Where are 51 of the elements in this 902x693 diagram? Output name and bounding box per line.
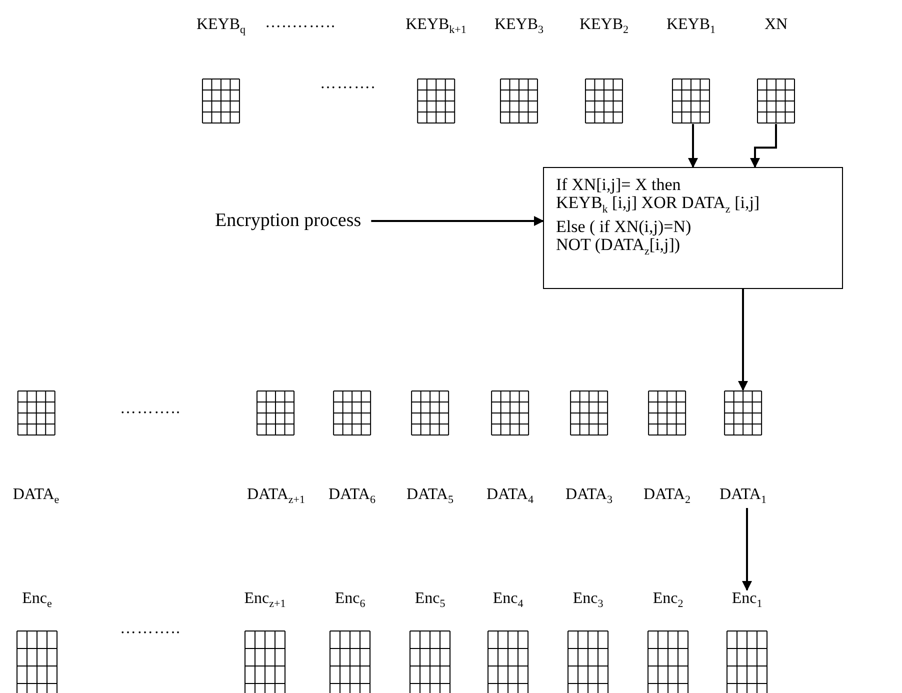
block-label: DATA$_{3}$ [566,486,612,508]
block-label: KEYB$_{q}$ [196,16,246,38]
grid-block [666,16,716,124]
grid-block [244,590,286,693]
block-label: DATA$_{2}$ [644,486,690,508]
block-label: Enc$_{4}$ [492,590,524,612]
grid-block [494,16,544,124]
grid-block [756,16,796,124]
block-label: Enc$_{3}$ [572,590,604,612]
grid-block [406,16,466,124]
grid-block [409,590,451,693]
process-label: Encryption process [215,212,362,230]
block-label: DATA$_{1}$ [720,486,766,508]
block-label: KEYB$_{2}$ [579,16,629,38]
arrow [750,124,777,168]
condition-text: If XN[i,j]= X then [556,176,682,194]
block-label: XN [764,16,788,35]
block-label: Enc$_{2}$ [652,590,684,612]
block-label: DATA$_{5}$ [406,486,454,508]
block-label: KEYB$_{3}$ [494,16,544,38]
arrow [738,289,748,391]
process-box [543,167,843,289]
grid-block [16,590,58,693]
ellipsis-dots: ……….. [120,620,181,638]
grid-block [726,590,768,693]
condition-text: NOT (DATA$_{z}$[i,j]) [556,236,680,260]
grid-block [647,590,689,693]
grid-block [329,590,371,693]
block-label: Enc$_{6}$ [334,590,366,612]
arrow [371,216,544,226]
block-label: DATA$_{6}$ [328,486,376,508]
block-label: Enc$_{1}$ [732,590,762,612]
grid-block [579,16,629,124]
ellipsis-dots: ……….. [120,400,181,418]
condition-text: Else ( if XN(i,j)=N) [556,218,692,236]
ellipsis-dots: ………. [320,75,376,93]
block-label: DATA$_{4}$ [486,486,534,508]
block-label: Enc$_{z+1}$ [244,590,286,612]
block-label: Enc$_{e}$ [22,590,52,612]
block-label: KEYB$_{k+1}$ [406,16,466,38]
arrow [688,124,698,168]
block-label: DATA$_{z+1}$ [247,486,305,508]
condition-text: KEYB$_{k}$ [i,j] XOR DATA$_{z}$ [i,j] [556,194,761,218]
grid-block [567,590,609,693]
ellipsis-dots: …..…….. [265,14,336,32]
grid-block [196,16,246,124]
block-label: DATA$_{e}$ [12,486,60,508]
block-label: KEYB$_{1}$ [666,16,716,38]
arrow [742,508,752,591]
grid-block [487,590,529,693]
block-label: Enc$_{5}$ [414,590,446,612]
